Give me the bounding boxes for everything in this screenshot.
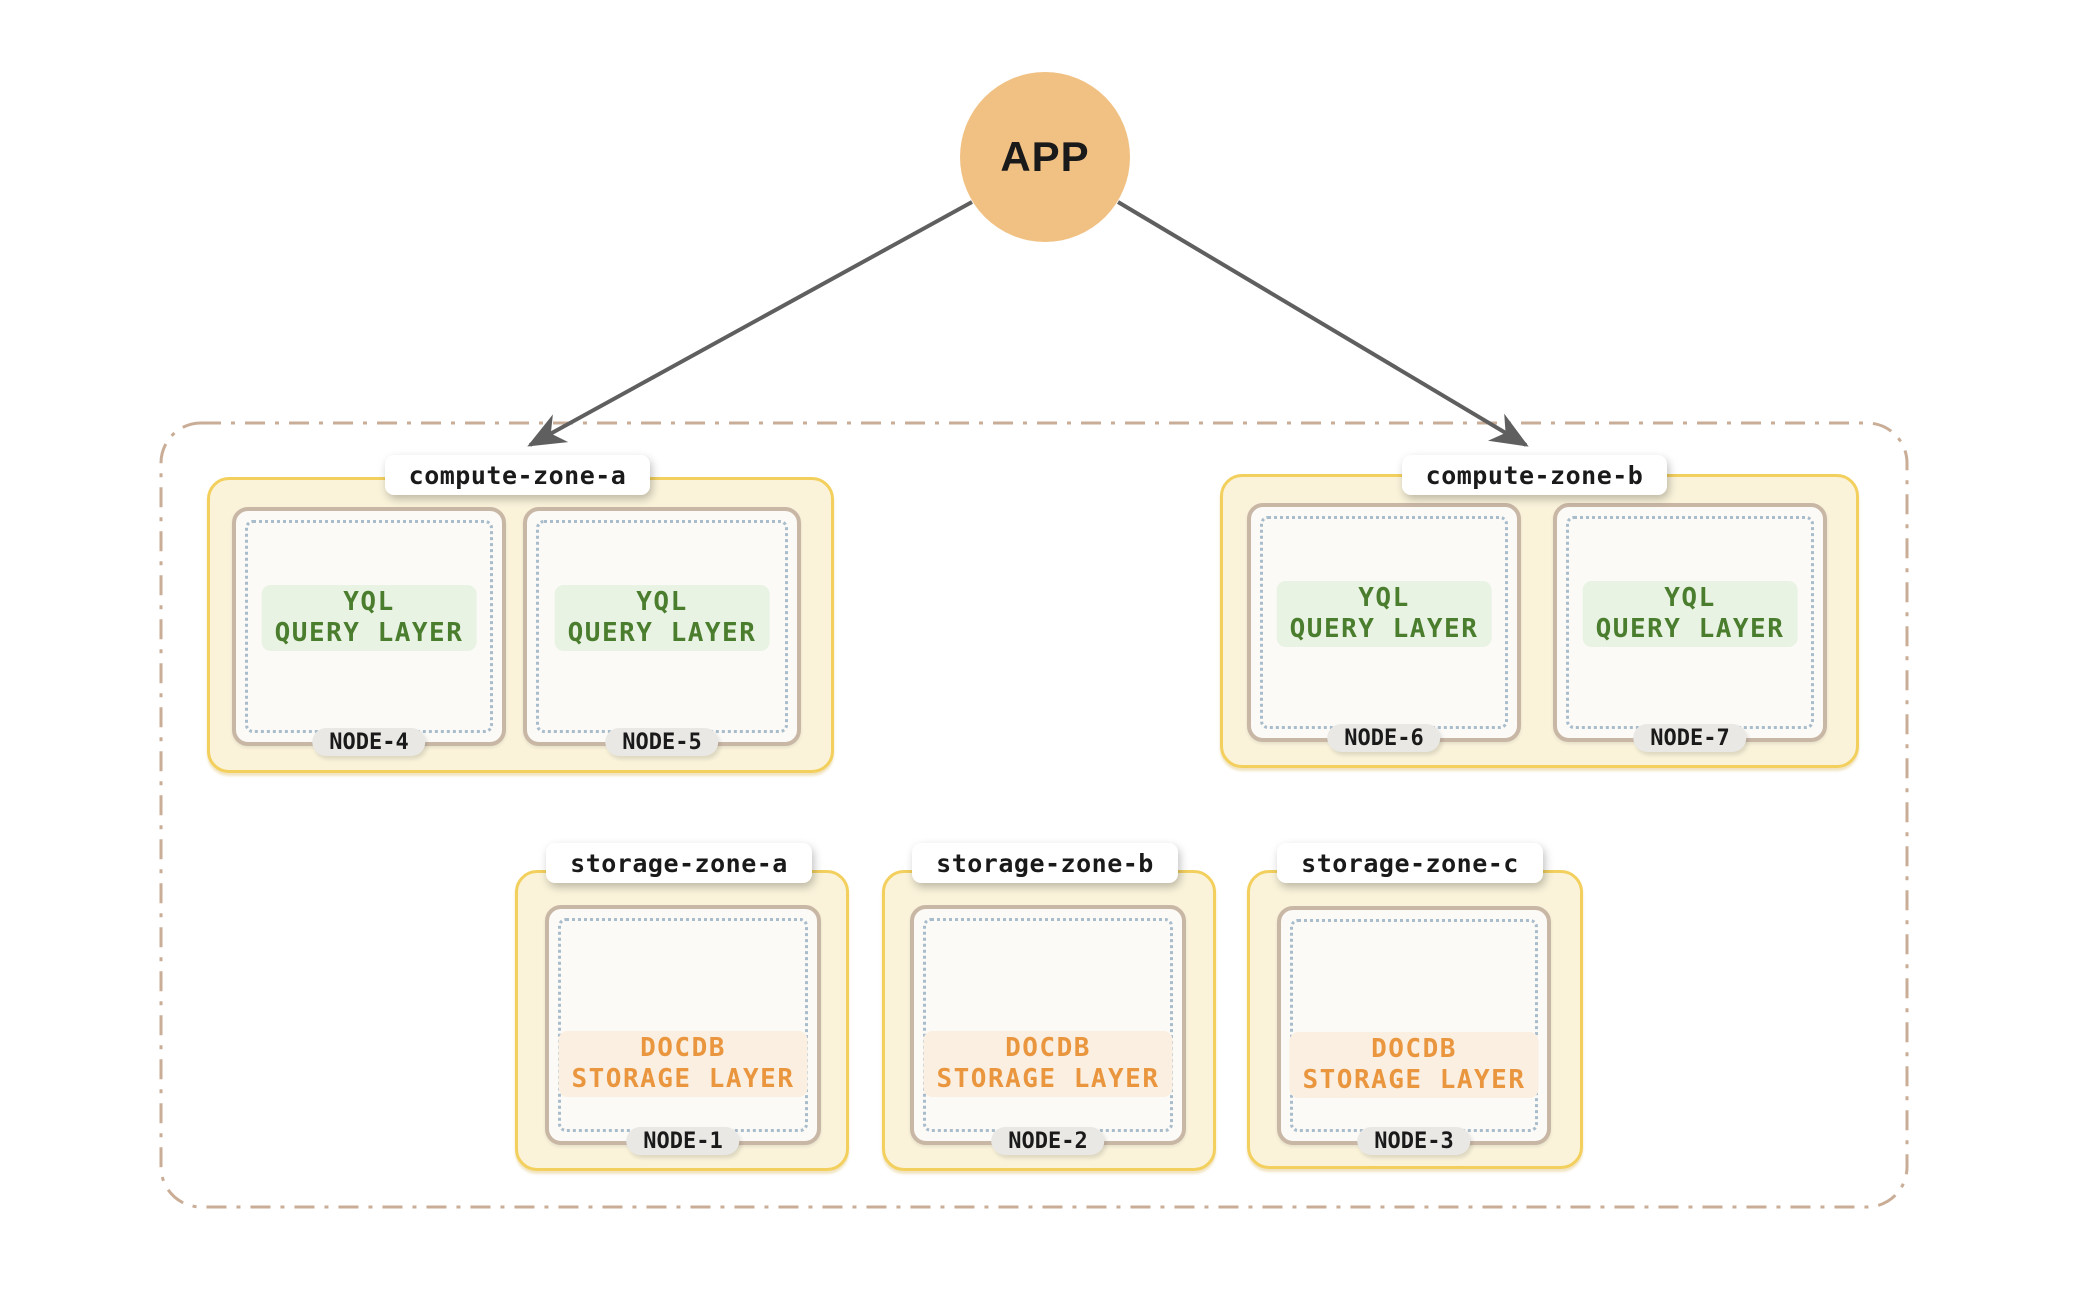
node-name-badge: NODE-4 (312, 728, 426, 756)
node-name-badge: NODE-2 (991, 1127, 1105, 1155)
node-box-node-4: YQL QUERY LAYER NODE-4 (232, 507, 506, 756)
node-box-node-7: YQL QUERY LAYER NODE-7 (1553, 503, 1827, 752)
layer-line-1: YQL (1358, 583, 1410, 613)
app-label: APP (1000, 133, 1090, 180)
layer-line-2: QUERY LAYER (1289, 614, 1479, 644)
arrow-app-to-compute-zone-b (1116, 200, 1529, 447)
node-box-node-3: DOCDB STORAGE LAYER NODE-3 (1277, 906, 1551, 1155)
layer-line-2: STORAGE LAYER (571, 1064, 795, 1094)
layer-line-2: STORAGE LAYER (936, 1064, 1160, 1094)
docdb-storage-layer-chip: DOCDB STORAGE LAYER (923, 1031, 1173, 1097)
arrow-app-to-compute-zone-a (527, 200, 973, 447)
layer-line-1: YQL (1664, 583, 1716, 613)
node-box-node-5: YQL QUERY LAYER NODE-5 (523, 507, 801, 756)
layer-line-2: QUERY LAYER (274, 618, 464, 648)
node-name-badge: NODE-5 (605, 728, 719, 756)
zone-label-compute-zone-b: compute-zone-b (1402, 455, 1667, 495)
docdb-storage-layer-chip: DOCDB STORAGE LAYER (1289, 1032, 1539, 1098)
node-inner-dotted-border (1290, 919, 1538, 1132)
layer-line-2: QUERY LAYER (1595, 614, 1785, 644)
zone-label-storage-zone-a: storage-zone-a (546, 843, 812, 883)
zone-label-storage-zone-b: storage-zone-b (912, 843, 1178, 883)
layer-line-1: YQL (636, 587, 688, 617)
app-node: APP (960, 72, 1130, 242)
layer-line-2: QUERY LAYER (567, 618, 757, 648)
layer-line-2: STORAGE LAYER (1302, 1065, 1526, 1095)
yql-query-layer-chip: YQL QUERY LAYER (1276, 581, 1492, 647)
cluster-boundary (159, 421, 1909, 1209)
docdb-storage-layer-chip: DOCDB STORAGE LAYER (558, 1031, 808, 1097)
layer-line-1: DOCDB (640, 1033, 726, 1063)
yql-query-layer-chip: YQL QUERY LAYER (261, 585, 477, 651)
yql-query-layer-chip: YQL QUERY LAYER (554, 585, 770, 651)
node-name-badge: NODE-6 (1327, 724, 1441, 752)
node-box-node-6: YQL QUERY LAYER NODE-6 (1247, 503, 1521, 752)
node-name-badge: NODE-3 (1357, 1127, 1471, 1155)
node-box-node-2: DOCDB STORAGE LAYER NODE-2 (910, 905, 1186, 1155)
layer-line-1: YQL (343, 587, 395, 617)
layer-line-1: DOCDB (1371, 1034, 1457, 1064)
node-inner-dotted-border (923, 918, 1173, 1132)
node-inner-dotted-border (558, 918, 808, 1132)
node-box-node-1: DOCDB STORAGE LAYER NODE-1 (545, 905, 821, 1155)
node-name-badge: NODE-1 (626, 1127, 740, 1155)
yql-query-layer-chip: YQL QUERY LAYER (1582, 581, 1798, 647)
layer-line-1: DOCDB (1005, 1033, 1091, 1063)
zone-label-compute-zone-a: compute-zone-a (385, 455, 650, 495)
node-name-badge: NODE-7 (1633, 724, 1747, 752)
zone-label-storage-zone-c: storage-zone-c (1277, 843, 1543, 883)
